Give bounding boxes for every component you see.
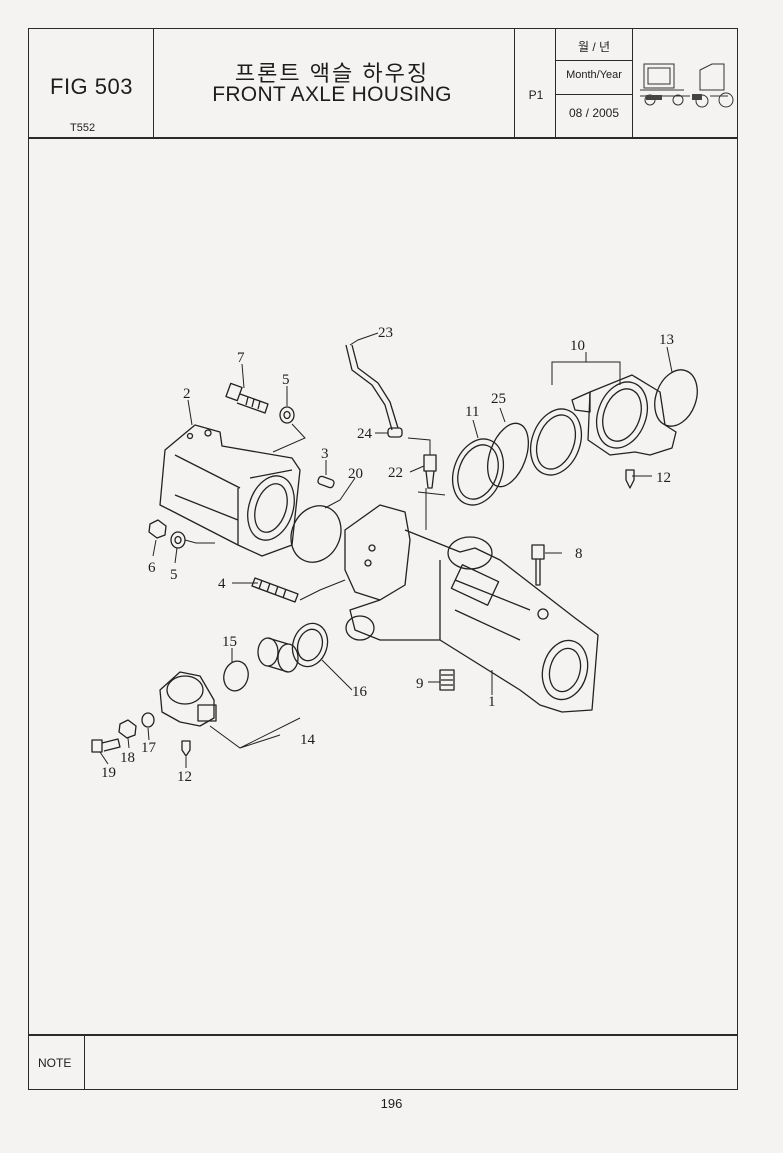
part-bolt-7 — [225, 382, 269, 414]
page-code: P1 — [528, 88, 544, 102]
header-col-4 — [632, 28, 634, 138]
header-col-2 — [514, 28, 516, 138]
part-nut-18 — [118, 719, 137, 739]
page-number: 196 — [380, 1096, 403, 1111]
month-row-2 — [555, 94, 632, 96]
callout-12-left: 12 — [177, 769, 192, 785]
callout-20: 20 — [348, 466, 363, 482]
callout-4: 4 — [218, 576, 226, 592]
part-stud-4 — [251, 577, 299, 603]
part-front-axle-housing-1 — [344, 504, 599, 713]
model-code: T552 — [70, 122, 96, 134]
part-seal-11 — [451, 438, 505, 506]
part-nut-6 — [148, 519, 167, 539]
note-label: NOTE — [38, 1056, 72, 1070]
note-divider — [28, 1034, 738, 1036]
part-washer-15 — [223, 660, 249, 692]
callout-19: 19 — [101, 765, 116, 781]
part-bolt-19 — [91, 738, 121, 753]
part-seal-16 — [291, 622, 329, 668]
callout-5-bottom: 5 — [170, 567, 178, 583]
callout-15: 15 — [222, 634, 237, 650]
callout-24: 24 — [357, 426, 373, 442]
part-washer-17 — [141, 712, 155, 728]
callout-7: 7 — [237, 350, 245, 366]
month-row-1 — [555, 60, 632, 62]
part-washer-5b — [170, 531, 186, 549]
note-col — [84, 1034, 86, 1090]
part-plug-8 — [531, 544, 545, 586]
figure-number: FIG 503 — [50, 74, 133, 99]
part-o-ring-20 — [290, 505, 342, 563]
callout-5-top: 5 — [282, 372, 290, 388]
header-col-3 — [555, 28, 557, 138]
part-end-cap — [159, 671, 217, 727]
header-col-1 — [153, 28, 155, 138]
part-pin-3 — [317, 475, 335, 489]
callout-11: 11 — [465, 404, 479, 420]
month-year-label-ko: 월 / 년 — [577, 40, 611, 54]
part-drain-plug-9 — [439, 669, 455, 691]
title-korean: 프론트 액슬 하우징 — [234, 61, 430, 86]
callout-14: 14 — [300, 732, 316, 748]
callout-23: 23 — [378, 325, 393, 341]
callout-22: 22 — [388, 465, 403, 481]
callout-6: 6 — [148, 560, 156, 576]
callout-13: 13 — [659, 332, 674, 348]
callout-12-right: 12 — [656, 470, 671, 486]
part-o-ring-13 — [654, 369, 698, 427]
callout-1: 1 — [488, 694, 496, 710]
part-pivot-bracket-10 — [529, 374, 677, 476]
callout-2: 2 — [183, 386, 191, 402]
part-o-ring-25 — [487, 422, 529, 488]
callout-8: 8 — [575, 546, 583, 562]
month-year-label-en: Month/Year — [566, 69, 622, 81]
part-fitting-22 — [423, 454, 437, 489]
part-housing-cover — [159, 424, 301, 557]
callout-9: 9 — [416, 676, 424, 692]
title-english: FRONT AXLE HOUSING — [212, 83, 452, 106]
callout-16: 16 — [352, 684, 368, 700]
header-divider — [28, 137, 738, 139]
callout-3: 3 — [321, 446, 329, 462]
callout-10: 10 — [570, 338, 585, 354]
part-washer-5a — [279, 406, 295, 424]
part-bushing-14 — [257, 637, 299, 673]
callout-17: 17 — [141, 740, 157, 756]
revision-date: 08 / 2005 — [568, 106, 620, 120]
callout-18: 18 — [120, 750, 135, 766]
part-breather-pipe-23 — [345, 344, 399, 431]
callout-25: 25 — [491, 391, 506, 407]
part-grease-nipple-12b — [181, 740, 191, 757]
page-frame — [28, 28, 738, 1090]
callout-labels: 7 5 2 3 20 6 5 4 23 24 22 11 25 10 13 12… — [101, 325, 674, 785]
part-grease-nipple-12a — [625, 469, 635, 489]
part-clamp-24 — [387, 427, 403, 438]
